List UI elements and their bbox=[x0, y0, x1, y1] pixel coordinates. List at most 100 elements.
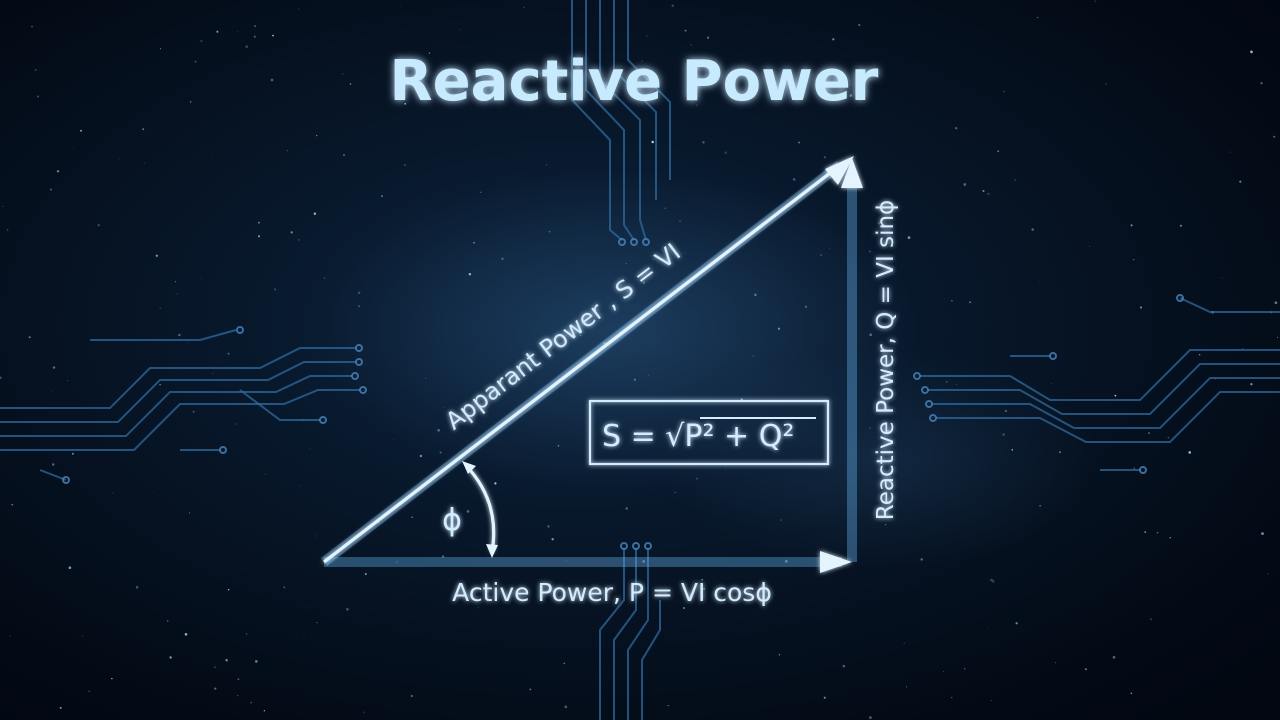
star bbox=[35, 69, 37, 71]
star bbox=[303, 637, 305, 639]
star bbox=[1167, 437, 1169, 439]
star bbox=[187, 341, 189, 343]
star bbox=[316, 621, 318, 624]
star bbox=[823, 156, 826, 159]
star bbox=[246, 633, 248, 635]
star bbox=[200, 40, 203, 43]
angle-label: ϕ bbox=[442, 503, 462, 538]
star bbox=[625, 507, 628, 510]
star bbox=[551, 538, 554, 541]
star bbox=[523, 6, 525, 8]
star bbox=[155, 254, 158, 257]
circuit-left bbox=[0, 326, 367, 484]
star bbox=[254, 25, 256, 27]
star bbox=[159, 383, 161, 386]
star bbox=[987, 626, 989, 628]
star bbox=[682, 606, 686, 610]
star bbox=[459, 28, 460, 30]
star bbox=[323, 277, 326, 279]
star bbox=[792, 178, 796, 181]
formula-radical: √ bbox=[665, 419, 685, 454]
star bbox=[0, 376, 2, 379]
active-power-label: Active Power, P = VI cosϕ bbox=[452, 578, 772, 607]
star bbox=[315, 535, 317, 537]
star bbox=[342, 73, 344, 75]
star bbox=[563, 662, 566, 665]
star bbox=[184, 633, 188, 636]
star bbox=[272, 34, 274, 37]
circuit-right bbox=[913, 294, 1280, 474]
star bbox=[651, 140, 654, 144]
star bbox=[236, 30, 238, 32]
star bbox=[286, 149, 289, 152]
star bbox=[1274, 301, 1278, 305]
star bbox=[51, 390, 53, 392]
formula-rhs: P² + Q² bbox=[684, 419, 794, 454]
star bbox=[225, 658, 228, 662]
star bbox=[963, 183, 967, 186]
star bbox=[237, 695, 239, 696]
star bbox=[1015, 622, 1018, 625]
star bbox=[169, 656, 172, 659]
star bbox=[951, 697, 953, 699]
star bbox=[80, 129, 82, 132]
star bbox=[832, 38, 835, 41]
star bbox=[1277, 336, 1279, 338]
star bbox=[724, 151, 727, 154]
star bbox=[997, 150, 1000, 153]
star bbox=[702, 141, 705, 144]
star bbox=[1198, 353, 1201, 356]
apparent-power-vector bbox=[323, 168, 835, 564]
star bbox=[28, 336, 31, 339]
star bbox=[71, 452, 74, 455]
star bbox=[214, 666, 216, 669]
star bbox=[667, 704, 669, 707]
star bbox=[346, 607, 349, 611]
star bbox=[192, 410, 195, 413]
star bbox=[400, 6, 402, 8]
star bbox=[905, 686, 908, 688]
star bbox=[313, 212, 317, 215]
star bbox=[411, 516, 413, 519]
star bbox=[135, 19, 137, 21]
star bbox=[1149, 618, 1152, 621]
star bbox=[907, 236, 911, 239]
star bbox=[235, 423, 237, 425]
star bbox=[6, 229, 9, 231]
star bbox=[404, 164, 406, 166]
star bbox=[342, 153, 346, 157]
star bbox=[1094, 0, 1096, 2]
star bbox=[529, 688, 532, 691]
star bbox=[877, 221, 881, 225]
star bbox=[842, 664, 846, 668]
star bbox=[1273, 135, 1276, 138]
star bbox=[1130, 692, 1133, 695]
star bbox=[494, 482, 497, 485]
star bbox=[990, 578, 993, 582]
star bbox=[419, 454, 423, 458]
star bbox=[1261, 532, 1264, 535]
star bbox=[112, 492, 114, 494]
star bbox=[257, 221, 260, 224]
star bbox=[1156, 531, 1159, 534]
star bbox=[1179, 224, 1182, 227]
star bbox=[212, 372, 214, 374]
star bbox=[73, 147, 74, 149]
star bbox=[159, 307, 161, 310]
star bbox=[176, 293, 178, 295]
star bbox=[298, 8, 300, 10]
star bbox=[1250, 50, 1253, 54]
star bbox=[214, 687, 217, 690]
star bbox=[404, 103, 406, 105]
star bbox=[1037, 16, 1039, 19]
star bbox=[1260, 82, 1263, 85]
star bbox=[68, 566, 72, 570]
star bbox=[253, 35, 256, 38]
star bbox=[287, 279, 289, 281]
star bbox=[1105, 83, 1107, 85]
star bbox=[178, 333, 181, 337]
star bbox=[858, 23, 861, 27]
formula-text: S = √P² + Q² bbox=[602, 419, 794, 454]
star bbox=[119, 159, 121, 161]
reactive-power-label: Reactive Power, Q = VI sinϕ bbox=[873, 200, 899, 520]
